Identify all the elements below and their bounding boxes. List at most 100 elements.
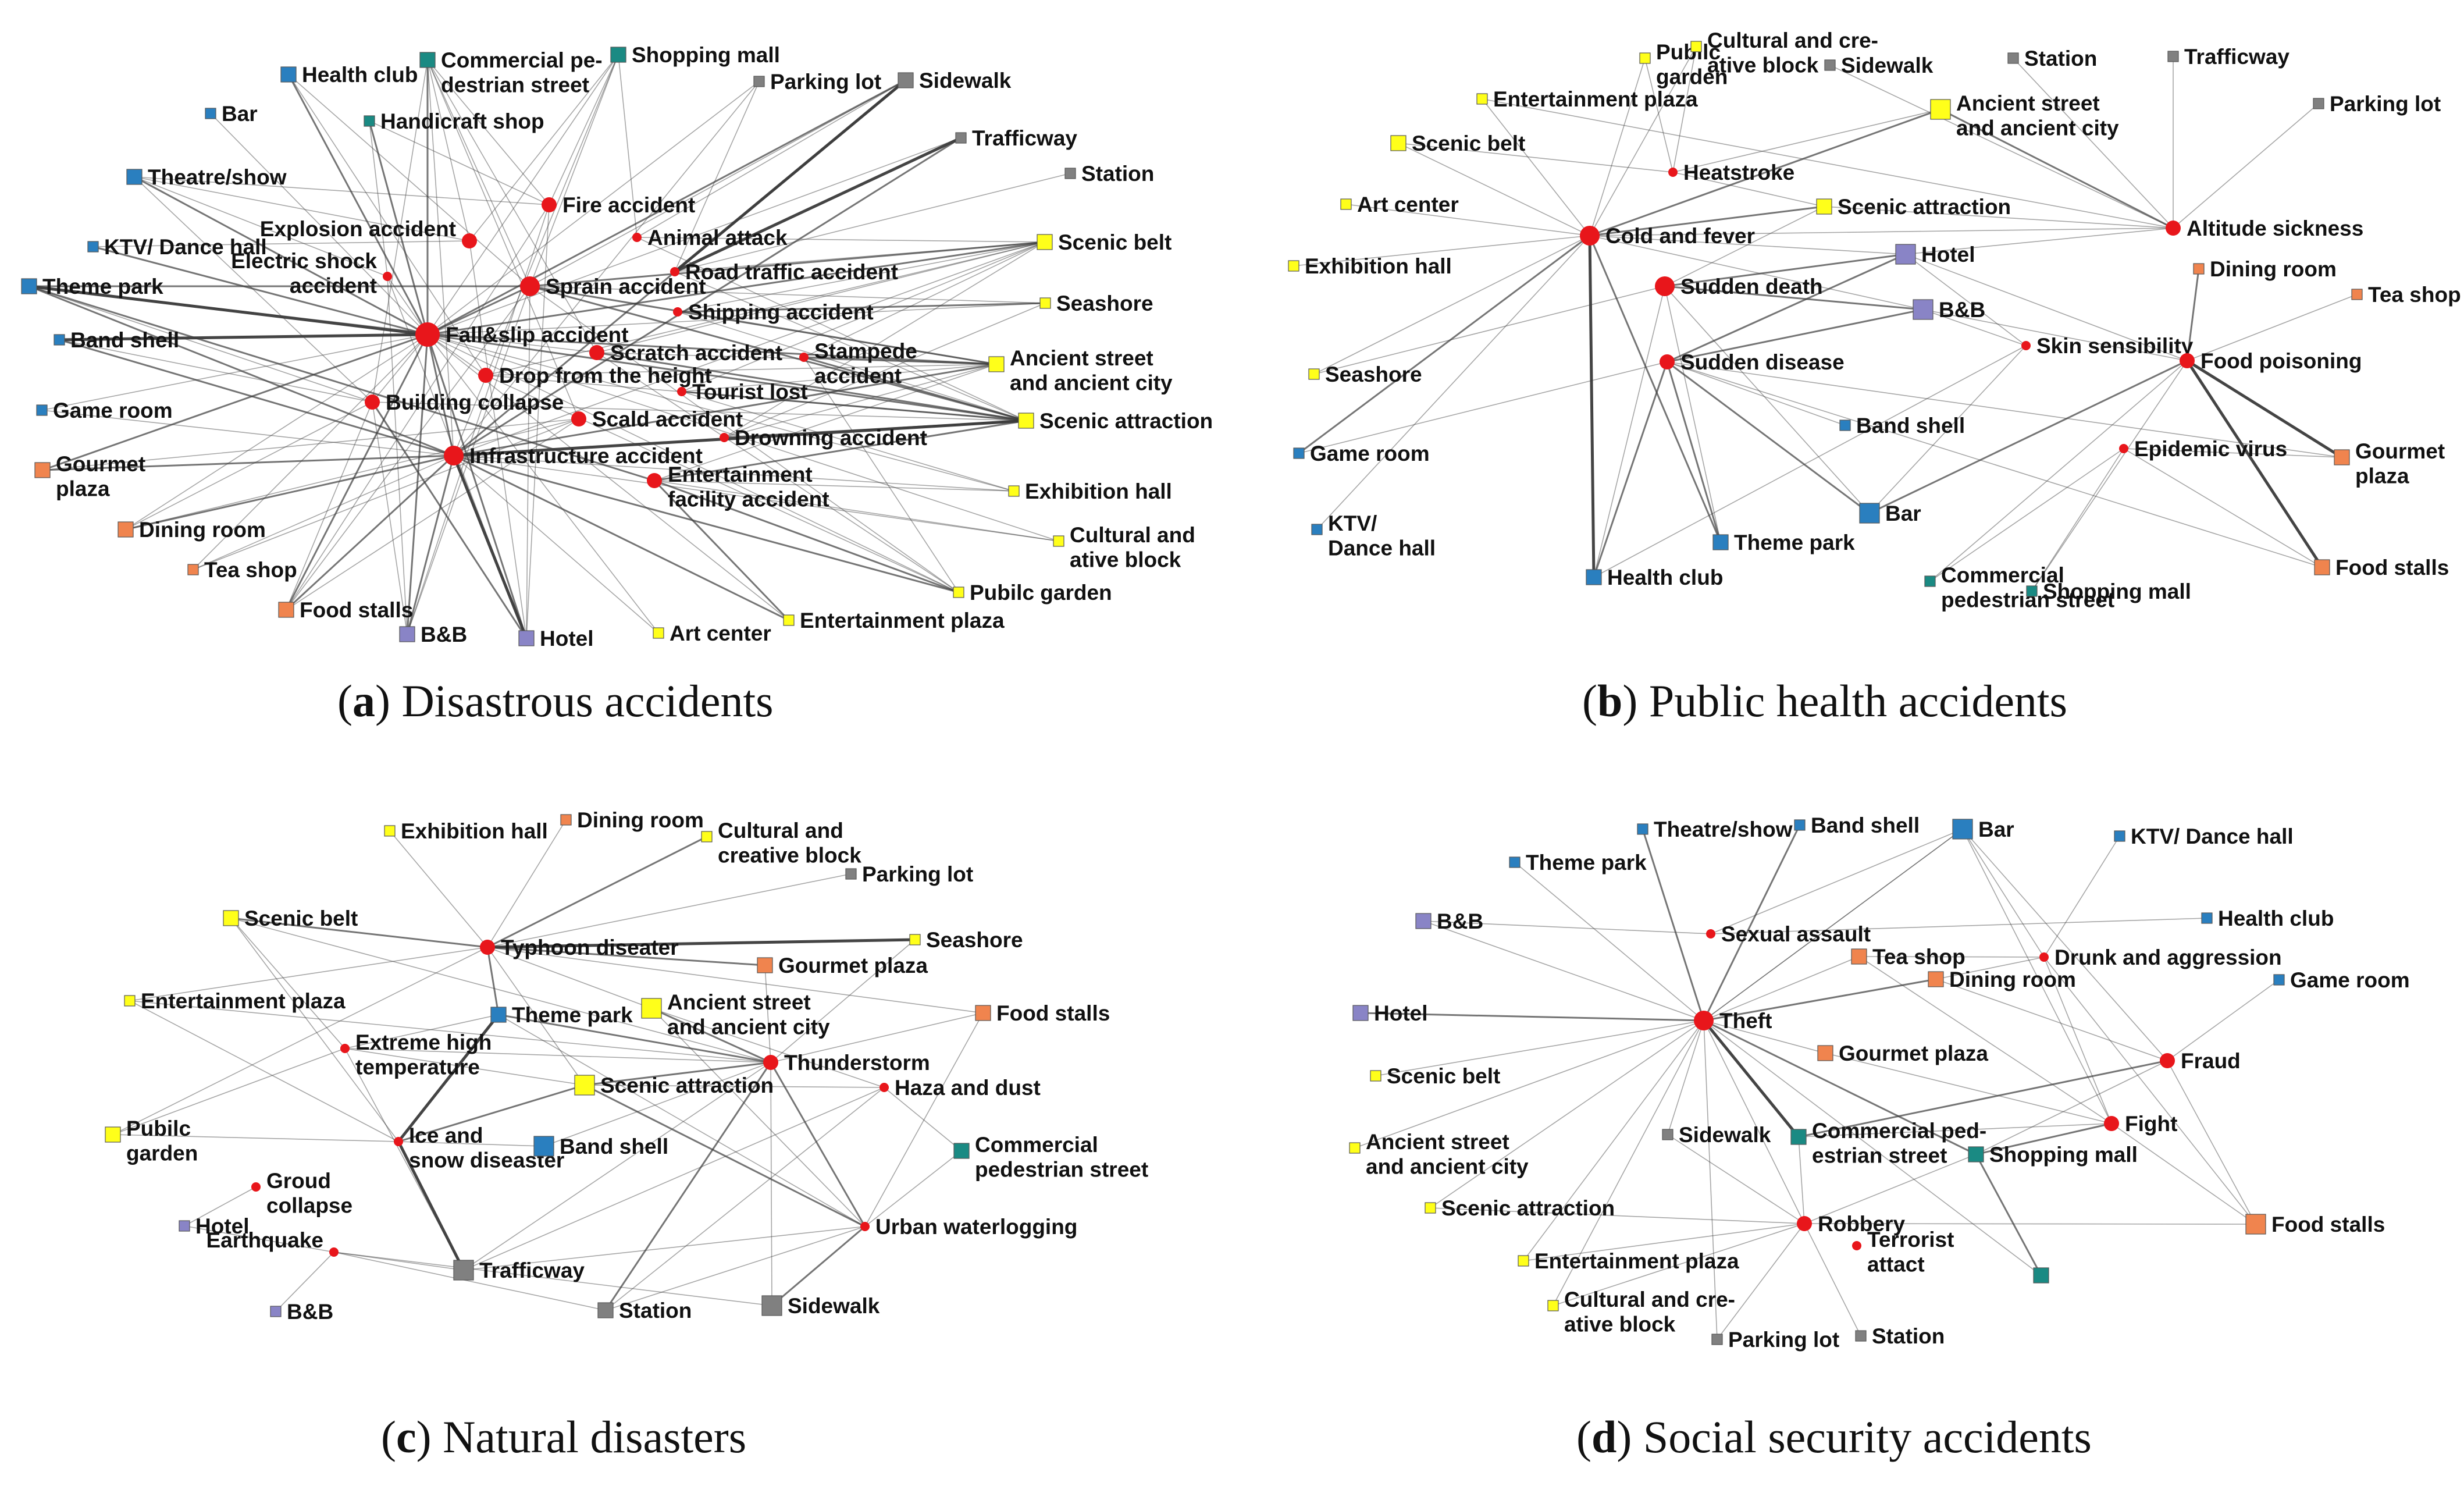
edge-a22-a18 (29, 285, 428, 336)
node-label-line-1: Urban waterlogging (875, 1215, 1077, 1239)
node-label: Fall&slip accident (446, 323, 629, 347)
edge-c14-c8 (764, 965, 771, 1063)
location-node-marker (1425, 1202, 1436, 1214)
node-label: Infrastructure accident (469, 444, 703, 468)
node-label: Sidewalk (1679, 1123, 1771, 1147)
node-label-line-1: Sidewalk (1679, 1123, 1771, 1147)
node-label: B&B (1437, 909, 1483, 933)
accident-node-marker (673, 307, 682, 317)
location-node-marker (1662, 1129, 1673, 1140)
node-label: Commercial ped-estrian street (1812, 1119, 1986, 1168)
edge-b14-b2 (1589, 46, 1697, 236)
node-label-line-1: Scratch accident (610, 341, 782, 365)
edge-a11-a2 (549, 54, 619, 205)
node-label-line-1: Scenic belt (1412, 131, 1525, 155)
node-label: Tourist lost (692, 380, 808, 404)
node-label-line-1: Infrastructure accident (469, 444, 703, 468)
accident-node-marker (2104, 1116, 2119, 1131)
node-label-line-1: Art center (670, 621, 771, 645)
edge-b14-b31 (1589, 235, 1722, 543)
node-label: Sidewalk (919, 69, 1012, 93)
edges (1293, 46, 2358, 592)
node-label: Drowning accident (735, 426, 927, 450)
node-label: Drunk and aggression (2054, 945, 2282, 969)
node-label-line-1: Entertainment plaza (1534, 1249, 1739, 1273)
edge-a35-a26 (453, 363, 997, 457)
edge-a29-a33 (372, 401, 1027, 421)
node-label-line-1: Band shell (1811, 813, 1920, 837)
edge-c7-c2 (487, 819, 567, 948)
node-label: Gourmet plaza (778, 954, 928, 977)
node-label-line-2: temperature (355, 1055, 480, 1079)
caption-text-d: Social security accidents (1643, 1412, 2092, 1462)
edge-d14-d11 (1703, 978, 1936, 1022)
edge-d14-d5 (1514, 862, 1704, 1021)
edge-a22-a14 (92, 246, 428, 336)
node-label-line-1: Sexual assault (1721, 922, 1871, 946)
edge-a13-a4 (636, 80, 906, 238)
node-label-line-1: Theme park (1526, 851, 1647, 874)
edge-a25-a15 (803, 241, 1045, 358)
node-label-line-1: Gourmet plaza (778, 954, 928, 977)
edge-d14-d1 (1642, 829, 1705, 1021)
edge-a22-a15 (427, 241, 1045, 336)
edge-a35-a46 (452, 455, 528, 639)
edge-d16-d21 (1975, 1060, 2168, 1155)
accident-node-marker (589, 345, 604, 360)
edge-a25-a33 (803, 356, 1027, 422)
edge-a19-a1 (427, 59, 530, 287)
node-label-line-1: Trafficway (2184, 45, 2289, 69)
node-label-line-1: Fire accident (562, 193, 695, 217)
edge-a35-a44 (406, 455, 455, 635)
node-label-line-1: Exhibition hall (1305, 254, 1452, 278)
node-label-line-1: Scald accident (592, 407, 743, 431)
node-label: Theatre/show (148, 165, 287, 189)
node-label: Sudden death (1680, 275, 1823, 298)
accident-node-marker (799, 353, 809, 362)
edge-c7-c17 (112, 947, 488, 1135)
node-label-line-1: Building collapse (386, 390, 564, 414)
node-label-line-1: Skin sensibility (2036, 334, 2194, 358)
edge-a25-a26 (803, 356, 997, 365)
location-node-marker (2026, 585, 2038, 597)
node-label-line-1: KTV/ Dance hall (2131, 824, 2294, 848)
node-label: Health club (1607, 566, 1723, 589)
node-label: Bar (222, 102, 258, 126)
node-label-line-1: Scenic belt (244, 906, 358, 930)
node-label: Food stalls (996, 1001, 1110, 1025)
edge-a24-a41 (596, 352, 959, 593)
node-label-line-1: Parking lot (862, 862, 973, 886)
edge-c14-c24 (463, 1062, 771, 1271)
node-label: Dining room (2210, 257, 2337, 281)
edge-a19-a15 (529, 241, 1045, 287)
accident-node-marker (1580, 226, 1600, 246)
edge-a22-a19 (427, 285, 530, 336)
edge-a31-a38 (125, 418, 579, 530)
edge-a35-a23 (59, 339, 454, 457)
edge-b19-b15 (1664, 253, 1906, 287)
edge-c14-c10 (498, 1014, 771, 1064)
node-label-line-1: Sudden death (1680, 275, 1823, 298)
edge-d25-d27 (1523, 1223, 1805, 1261)
accident-node-marker (571, 411, 586, 426)
edge-a13-a15 (636, 237, 1045, 243)
location-node-marker (953, 1143, 970, 1159)
edge-a35-a41 (453, 454, 959, 593)
edge-c7-c10 (486, 947, 500, 1015)
accident-node-marker (1655, 276, 1675, 296)
location-node-marker (653, 627, 664, 639)
node-label-line-1: Extreme high (355, 1030, 492, 1054)
edge-a29-a44 (372, 401, 408, 635)
node-label: Food stalls (300, 598, 413, 622)
node-label: Thunderstorm (784, 1051, 930, 1075)
edge-a35-a18 (29, 285, 454, 457)
edge-a31-a34 (42, 418, 579, 471)
location-node-marker (1913, 299, 1934, 320)
edge-b13-b4 (2013, 58, 2174, 229)
edge-b23-b15 (1667, 253, 1906, 363)
edge-a17-a33 (674, 271, 1027, 421)
